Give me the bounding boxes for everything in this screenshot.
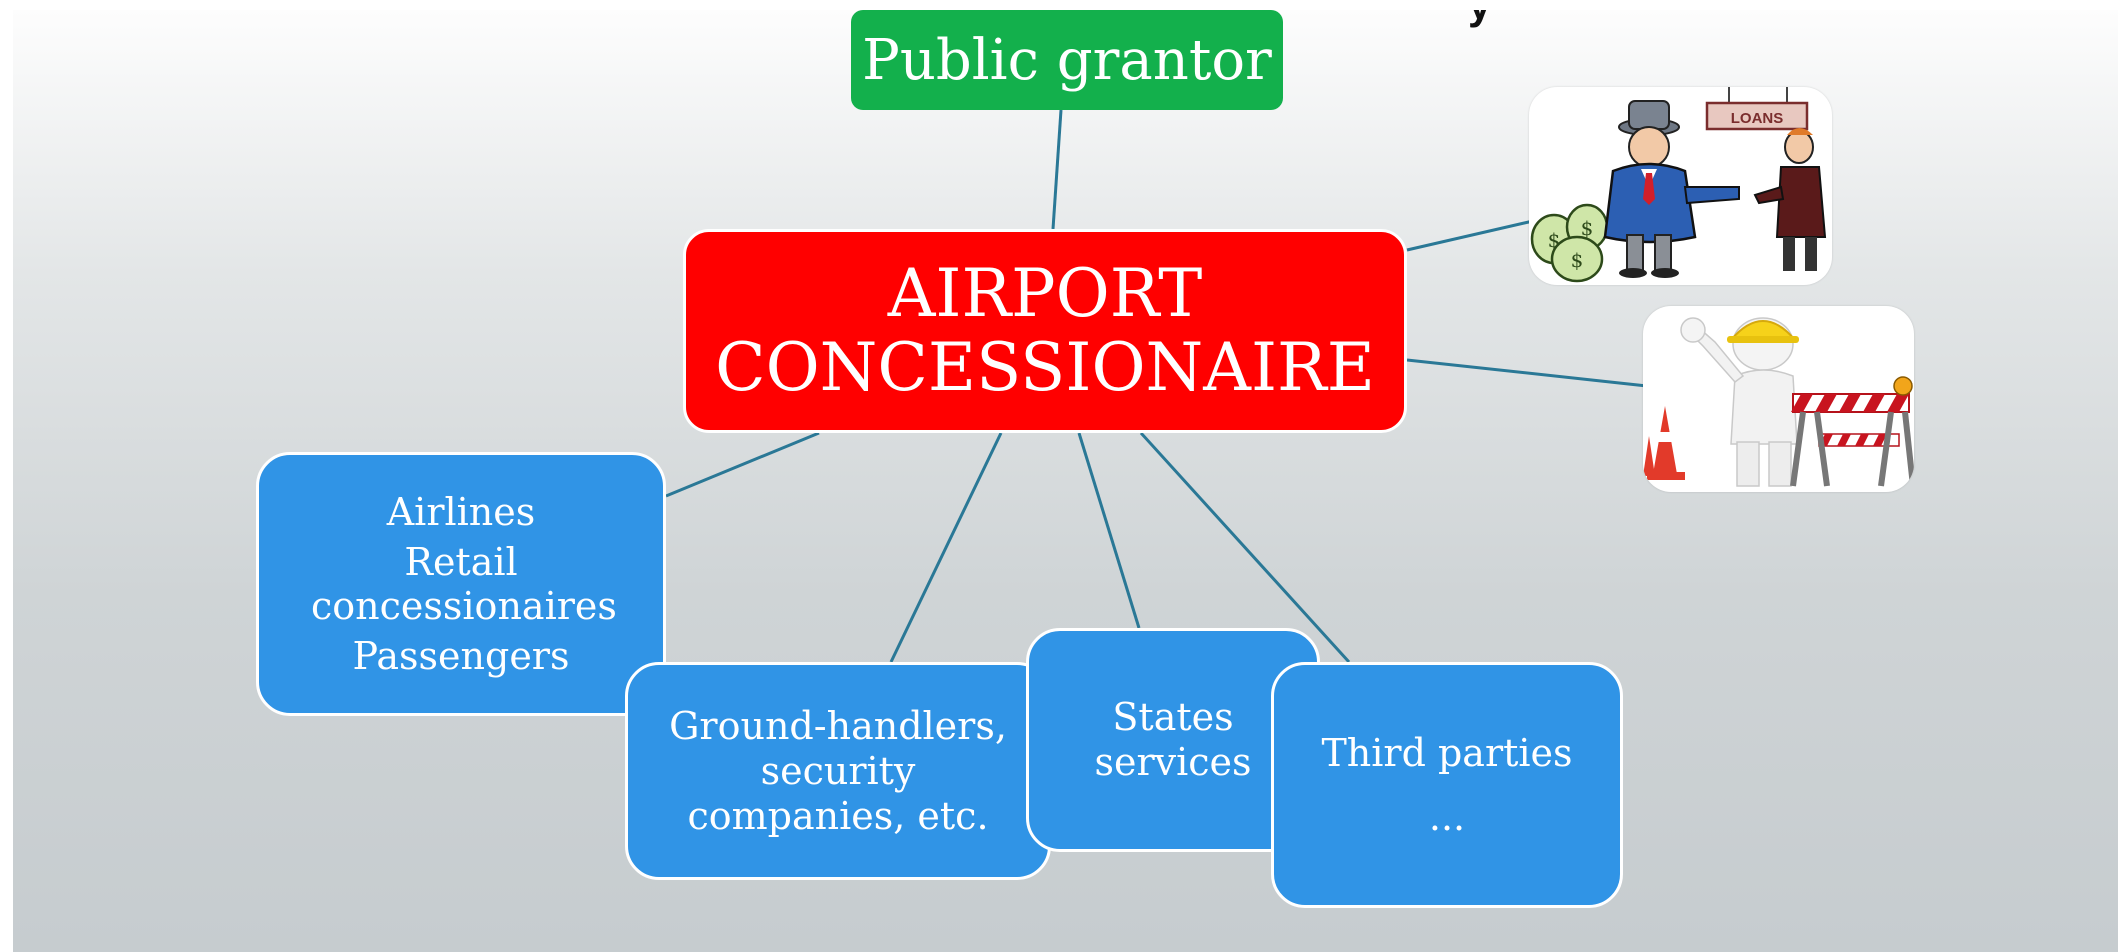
svg-text:$: $ <box>1571 248 1584 272</box>
loans-image: LOANS $$$$ <box>1529 87 1832 285</box>
connector-airlines <box>665 431 820 498</box>
connector-worker <box>1406 358 1648 388</box>
connector-third <box>1139 431 1351 664</box>
connector-states <box>1077 432 1141 629</box>
connector-loans <box>1406 219 1534 252</box>
retail-concessionaires-label: Retail concessionaires <box>311 540 617 628</box>
connector-ground <box>889 432 1003 663</box>
passengers-label: Passengers <box>352 634 570 678</box>
slide: y Public grantor AIRPORT CONCESSIONAIRE … <box>13 10 2118 952</box>
loans-sign-text: LOANS <box>1731 110 1784 127</box>
construction-worker-icon <box>1643 317 1914 487</box>
banker-lending-money-icon: LOANS $$$$ <box>1530 87 1827 283</box>
third-parties-label: Third parties <box>1321 731 1573 775</box>
states-services-label: States services <box>1094 695 1252 784</box>
worker-image <box>1643 306 1914 492</box>
ground-handlers-label: Ground-handlers, security companies, etc… <box>669 703 1007 838</box>
svg-text:$: $ <box>1548 228 1561 252</box>
third-parties-box: Third parties ... <box>1271 662 1623 908</box>
ground-handlers-box: Ground-handlers, security companies, etc… <box>625 662 1051 880</box>
airport-concessionaire-box: AIRPORT CONCESSIONAIRE <box>683 229 1407 433</box>
center-label-line2: CONCESSIONAIRE <box>715 329 1375 406</box>
public-grantor-label: Public grantor <box>862 27 1272 93</box>
airlines-label: Airlines <box>386 490 536 534</box>
title-fragment: y <box>1468 10 1491 26</box>
center-label-line1: AIRPORT <box>887 255 1203 332</box>
airlines-group-box: Airlines Retail concessionaires Passenge… <box>256 452 666 716</box>
public-grantor-box: Public grantor <box>851 10 1283 110</box>
connector-grantor <box>1051 109 1063 230</box>
third-parties-ellipsis: ... <box>1428 795 1466 839</box>
svg-text:$: $ <box>1581 216 1594 240</box>
connector-lines <box>665 109 1648 664</box>
